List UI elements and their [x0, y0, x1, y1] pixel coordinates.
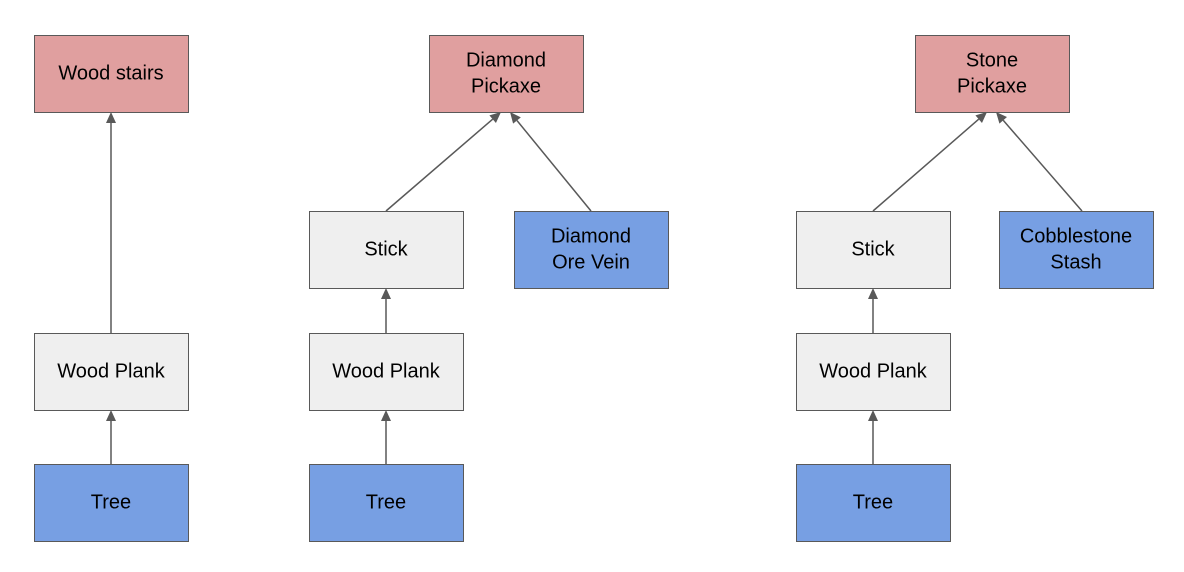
node-label-stone-pickaxe-line-2: Pickaxe	[957, 76, 1027, 98]
node-label-tree-1-line-1: Tree	[91, 492, 131, 514]
node-label-stick-2-line-1: Stick	[364, 239, 408, 261]
arrowhead-icon	[381, 410, 391, 421]
node-tree-1: Tree	[34, 464, 189, 542]
edge-tree-3-to-wood-plank-3	[868, 410, 878, 464]
node-label-wood-plank-1-line-1: Wood Plank	[57, 361, 165, 383]
edge-tree-2-to-wood-plank-2	[381, 410, 391, 464]
node-wood-stairs: Wood stairs	[34, 35, 189, 113]
node-label-wood-plank-2-line-1: Wood Plank	[332, 361, 440, 383]
edge-diamond-ore-vein-to-diamond-pickaxe	[510, 112, 592, 212]
node-stick-3: Stick	[796, 211, 951, 289]
node-box-tree-2	[309, 464, 464, 542]
edge-line	[385, 118, 494, 212]
node-box-diamond-pickaxe	[429, 35, 584, 113]
node-label-wood-stairs-line-1: Wood stairs	[58, 63, 163, 85]
node-box-wood-stairs	[34, 35, 189, 113]
node-label-diamond-pickaxe-line-2: Pickaxe	[471, 76, 541, 98]
node-label-wood-plank-3-line-1: Wood Plank	[819, 361, 927, 383]
node-label-tree-2-line-1: Tree	[366, 492, 406, 514]
node-box-wood-plank-2	[309, 333, 464, 411]
node-label-diamond-ore-vein-line-2: Ore Vein	[552, 252, 630, 274]
arrowhead-icon	[868, 288, 878, 299]
arrowhead-icon	[106, 410, 116, 421]
arrowhead-icon	[975, 112, 987, 123]
node-label-stick-3-line-1: Stick	[851, 239, 895, 261]
edge-line	[872, 118, 980, 212]
node-box-tree-1	[34, 464, 189, 542]
node-label-stone-pickaxe-line-1: Stone	[966, 50, 1018, 72]
node-label-tree-3-line-1: Tree	[853, 492, 893, 514]
node-box-tree-3	[796, 464, 951, 542]
node-box-diamond-ore-vein	[514, 211, 669, 289]
edge-stick-2-to-diamond-pickaxe	[385, 112, 501, 212]
node-label-cobblestone-stash-line-2: Stash	[1050, 252, 1101, 274]
node-box-cobblestone-stash	[999, 211, 1154, 289]
edge-line	[516, 120, 592, 212]
edge-wood-plank-2-to-stick-2	[381, 288, 391, 333]
arrowhead-icon	[381, 288, 391, 299]
edges-layer	[106, 112, 1083, 464]
node-label-diamond-pickaxe-line-1: Diamond	[466, 50, 546, 72]
node-tree-2: Tree	[309, 464, 464, 542]
edge-stick-3-to-stone-pickaxe	[872, 112, 987, 212]
node-label-cobblestone-stash-line-1: Cobblestone	[1020, 226, 1132, 248]
edge-wood-plank-1-to-wood-stairs	[106, 112, 116, 333]
edge-line	[1002, 119, 1083, 212]
node-wood-plank-1: Wood Plank	[34, 333, 189, 411]
node-box-stone-pickaxe	[915, 35, 1070, 113]
node-box-wood-plank-1	[34, 333, 189, 411]
arrowhead-icon	[510, 112, 521, 124]
arrowhead-icon	[489, 112, 501, 123]
arrowhead-icon	[868, 410, 878, 421]
node-label-diamond-ore-vein-line-1: Diamond	[551, 226, 631, 248]
arrowhead-icon	[106, 112, 116, 123]
node-tree-3: Tree	[796, 464, 951, 542]
node-box-wood-plank-3	[796, 333, 951, 411]
node-wood-plank-2: Wood Plank	[309, 333, 464, 411]
arrowhead-icon	[996, 112, 1007, 124]
node-wood-plank-3: Wood Plank	[796, 333, 951, 411]
edge-cobblestone-stash-to-stone-pickaxe	[996, 112, 1083, 212]
edge-wood-plank-3-to-stick-3	[868, 288, 878, 333]
node-stick-2: Stick	[309, 211, 464, 289]
edge-tree-1-to-wood-plank-1	[106, 410, 116, 464]
node-box-stick-3	[796, 211, 951, 289]
node-box-stick-2	[309, 211, 464, 289]
